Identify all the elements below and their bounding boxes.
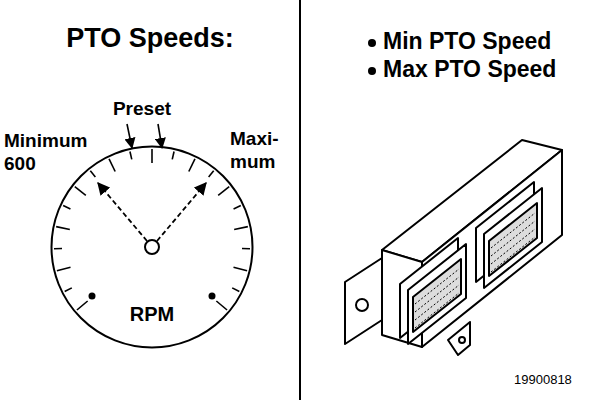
pin-row (491, 221, 535, 256)
minimum-needle (98, 183, 147, 241)
mounting-flange (345, 258, 382, 344)
pin-grid (415, 213, 535, 328)
min-speed-label: Minimum 600 (4, 130, 96, 176)
bullet-item: Min PTO Speed (383, 28, 595, 56)
gauge-dial: RPM (50, 145, 254, 349)
pin-row (415, 277, 459, 312)
needle-hub (145, 240, 159, 254)
tab-hole (459, 337, 465, 343)
gauge-tick (54, 248, 62, 250)
ecu-module (345, 140, 562, 355)
connector-housing (408, 244, 466, 344)
connector-pins (489, 203, 537, 276)
gauge-tick (75, 187, 86, 196)
maximum-needle (157, 183, 206, 241)
bullet (368, 67, 376, 75)
pin-row (415, 285, 459, 320)
gauge-tick (234, 267, 248, 270)
gauge-tick (151, 149, 153, 163)
preset-leader (127, 124, 132, 148)
connector-pins (413, 259, 461, 332)
pin-row (491, 237, 535, 272)
gauge-tick (130, 152, 132, 160)
gauge-tick (242, 248, 250, 250)
gauge-tick (57, 267, 71, 270)
module-tab (448, 322, 470, 355)
preset-label: Preset (106, 98, 178, 121)
gauge-tick (77, 301, 88, 310)
dial-unit: RPM (130, 303, 174, 325)
gauge-tick (65, 288, 72, 292)
pin-row (491, 229, 535, 264)
pin-row (415, 293, 459, 328)
mounting-hole (356, 299, 368, 311)
diagram-title: PTO Speeds: (0, 22, 300, 54)
dial-outline (52, 147, 253, 348)
gauge-tick (172, 152, 174, 160)
gauge-tick (109, 159, 115, 172)
bullet (368, 39, 376, 47)
pin-row (491, 213, 535, 248)
gauge-dot (89, 293, 96, 300)
figure-number: 19900818 (514, 372, 594, 388)
gauge-tick (234, 206, 241, 209)
bullet-item: Max PTO Speed (383, 56, 595, 84)
gauge-tick (234, 227, 248, 230)
divider-line (299, 0, 301, 400)
pin-row (415, 269, 459, 304)
connector-housing (484, 188, 542, 288)
gauge-tick (90, 171, 95, 177)
gauge-tick (216, 301, 227, 310)
gauge-dot (209, 293, 216, 300)
gauge-tick (209, 171, 214, 177)
gauge-tick (56, 227, 70, 230)
preset-leader (158, 124, 162, 148)
gauge-tick (63, 206, 70, 209)
max-speed-label: Maxi- mum (230, 128, 296, 174)
gauge-tick (218, 187, 229, 196)
gauge-tick (232, 288, 239, 292)
gauge-tick (189, 159, 195, 172)
